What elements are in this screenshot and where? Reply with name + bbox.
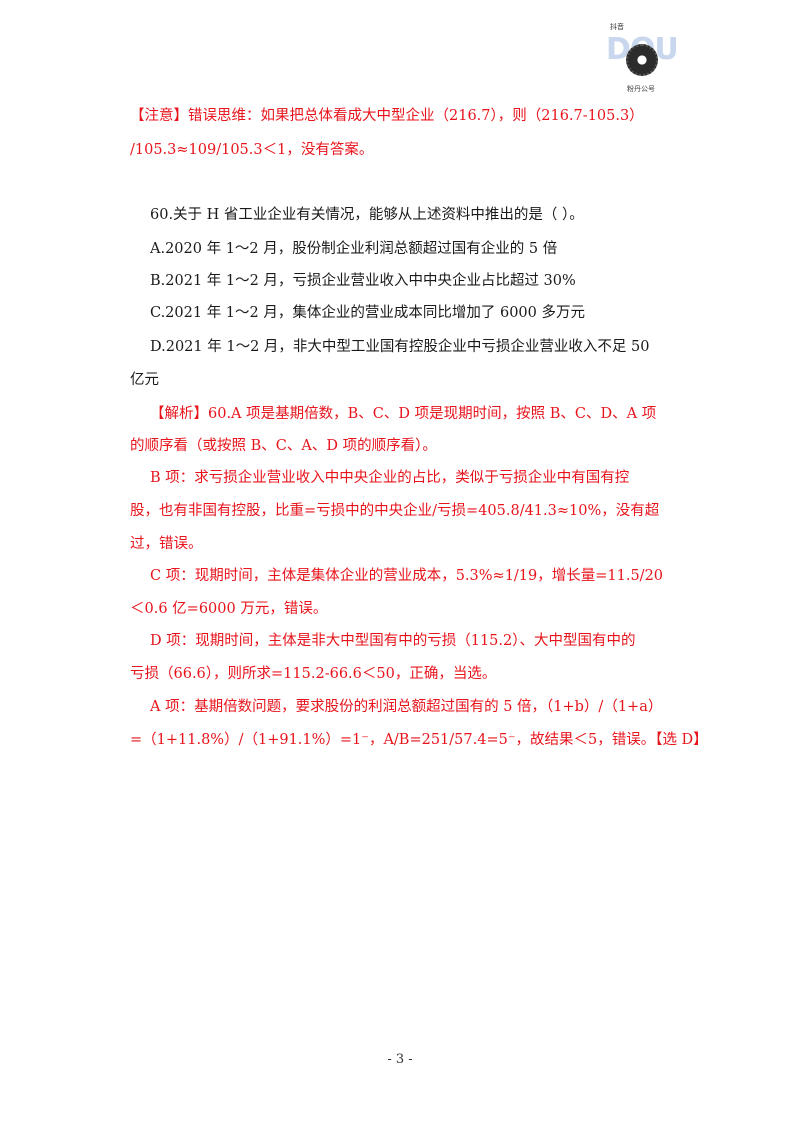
analysis-d-line-2: 亏损（66.6），则所求=115.2-66.6＜50，正确，当选。: [130, 666, 497, 682]
qr-code-icon: [626, 44, 658, 76]
option-d-line-2: 亿元: [130, 372, 159, 388]
analysis-intro-line-2: 的顺序看（或按照 B、C、A、D 项的顺序看）。: [130, 438, 437, 454]
option-c: C.2021 年 1～2 月，集体企业的营业成本同比增加了 6000 多万元: [150, 305, 585, 321]
question-stem: 60.关于 H 省工业企业有关情况，能够从上述资料中推出的是（ ）。: [150, 207, 584, 223]
option-d-line-1: D.2021 年 1～2 月，非大中型工业国有控股企业中亏损企业营业收入不足 5…: [150, 339, 650, 355]
analysis-d-line-1: D 项：现期时间，主体是非大中型国有中的亏损（115.2）、大中型国有中的: [150, 633, 636, 649]
analysis-b-line-3: 过，错误。: [130, 536, 203, 552]
analysis-b-line-1: B 项：求亏损企业营业收入中中央企业的占比，类似于亏损企业中有国有控: [150, 470, 630, 486]
logo-caption: 粉丹公号: [627, 85, 655, 93]
analysis-intro-line-1: 【解析】60.A 项是基期倍数，B、C、D 项是现期时间，按照 B、C、D、A …: [150, 406, 657, 422]
analysis-c-line-1: C 项：现期时间，主体是集体企业的营业成本，5.3%≈1/19，增长量=11.5…: [150, 568, 664, 584]
analysis-a-line-1: A 项：基期倍数问题，要求股份的利润总额超过国有的 5 倍，（1+b）/（1+a…: [150, 699, 663, 715]
douyin-logo: 抖音 DOU 粉丹公号: [606, 22, 679, 96]
note-line-2: /105.3≈109/105.3＜1，没有答案。: [130, 142, 374, 158]
note-line-1: 【注意】错误思维：如果把总体看成大中型企业（216.7），则（216.7-105…: [130, 108, 644, 124]
page-number: - 3 -: [387, 1052, 413, 1067]
logo-brand-text: 抖音: [610, 23, 624, 31]
analysis-a-line-2: =（1+11.8%）/（1+91.1%）=1⁻，A/B=251/57.4=5⁻，…: [130, 732, 708, 748]
analysis-b-line-2: 股，也有非国有控股，比重=亏损中的中央企业/亏损=405.8/41.3≈10%，…: [130, 503, 660, 519]
analysis-c-line-2: ＜0.6 亿=6000 万元，错误。: [130, 601, 328, 617]
option-a: A.2020 年 1～2 月，股份制企业利润总额超过国有企业的 5 倍: [150, 241, 558, 257]
option-b: B.2021 年 1～2 月，亏损企业营业收入中中央企业占比超过 30%: [150, 273, 576, 289]
